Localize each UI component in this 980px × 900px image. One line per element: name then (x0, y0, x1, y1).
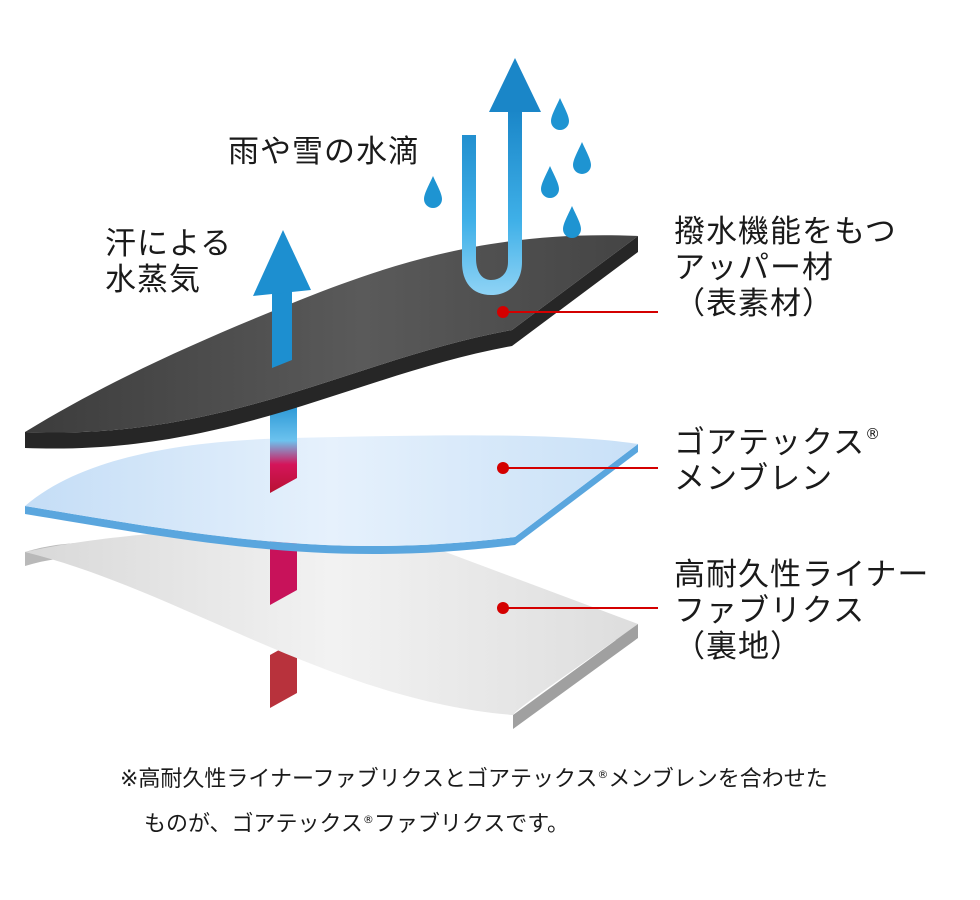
membrane-label-line2: メンブレン (674, 461, 834, 497)
membrane-label: ゴアテックス® メンブレン (674, 416, 880, 497)
outer-label-line3: （表素材） (674, 286, 834, 322)
footnote-line1: ※高耐久性ライナーファブリクスとゴアテックス®メンブレンを合わせた (120, 755, 828, 800)
vapor-label-line1: 汗による (105, 226, 233, 262)
footnote-registered-mark-1: ® (597, 768, 609, 781)
footnote: ※高耐久性ライナーファブリクスとゴアテックス®メンブレンを合わせた ものが、ゴア… (120, 755, 828, 845)
liner-label: 高耐久性ライナー ファブリクス （裏地） (674, 557, 929, 665)
water-drop-icon (424, 98, 591, 238)
membrane-label-line1: ゴアテックス® (674, 416, 880, 461)
liner-layer (25, 528, 638, 729)
footnote-line2-a: ものが、ゴアテックス (144, 812, 363, 837)
rain-label-text: 雨や雪の水滴 (228, 134, 420, 170)
footnote-line1-a: ※高耐久性ライナーファブリクスとゴアテックス (120, 767, 598, 792)
leader-line-liner (497, 602, 658, 614)
liner-label-line1: 高耐久性ライナー (674, 557, 930, 593)
leader-line-membrane (497, 462, 658, 474)
footnote-line1-b: メンブレンを合わせた (608, 767, 828, 792)
footnote-line2-b: ファブリクスです。 (373, 812, 570, 837)
footnote-line2: ものが、ゴアテックス®ファブリクスです。 (120, 800, 828, 845)
membrane-layer (25, 435, 638, 555)
leader-line-outer (497, 306, 658, 318)
vapor-arrow-base (270, 640, 297, 708)
outer-label-line2: アッパー材 (674, 250, 834, 286)
footnote-registered-mark-2: ® (362, 813, 374, 826)
vapor-label-line2: 水蒸気 (105, 262, 201, 298)
vapor-arrow-upper (270, 398, 297, 493)
up-arrow-icon (253, 230, 311, 368)
vapor-label: 汗による 水蒸気 (105, 226, 232, 298)
membrane-label-text: ゴアテックス (674, 425, 866, 461)
rain-label: 雨や雪の水滴 (228, 134, 420, 170)
liner-label-line2: ファブリクス (674, 593, 866, 629)
outer-layer-label: 撥水機能をもつ アッパー材 （表素材） (674, 214, 897, 322)
liner-label-line3: （裏地） (674, 629, 802, 665)
outer-label-line1: 撥水機能をもつ (674, 214, 897, 250)
u-turn-arrow-icon (462, 58, 541, 295)
registered-mark: ® (865, 425, 881, 443)
